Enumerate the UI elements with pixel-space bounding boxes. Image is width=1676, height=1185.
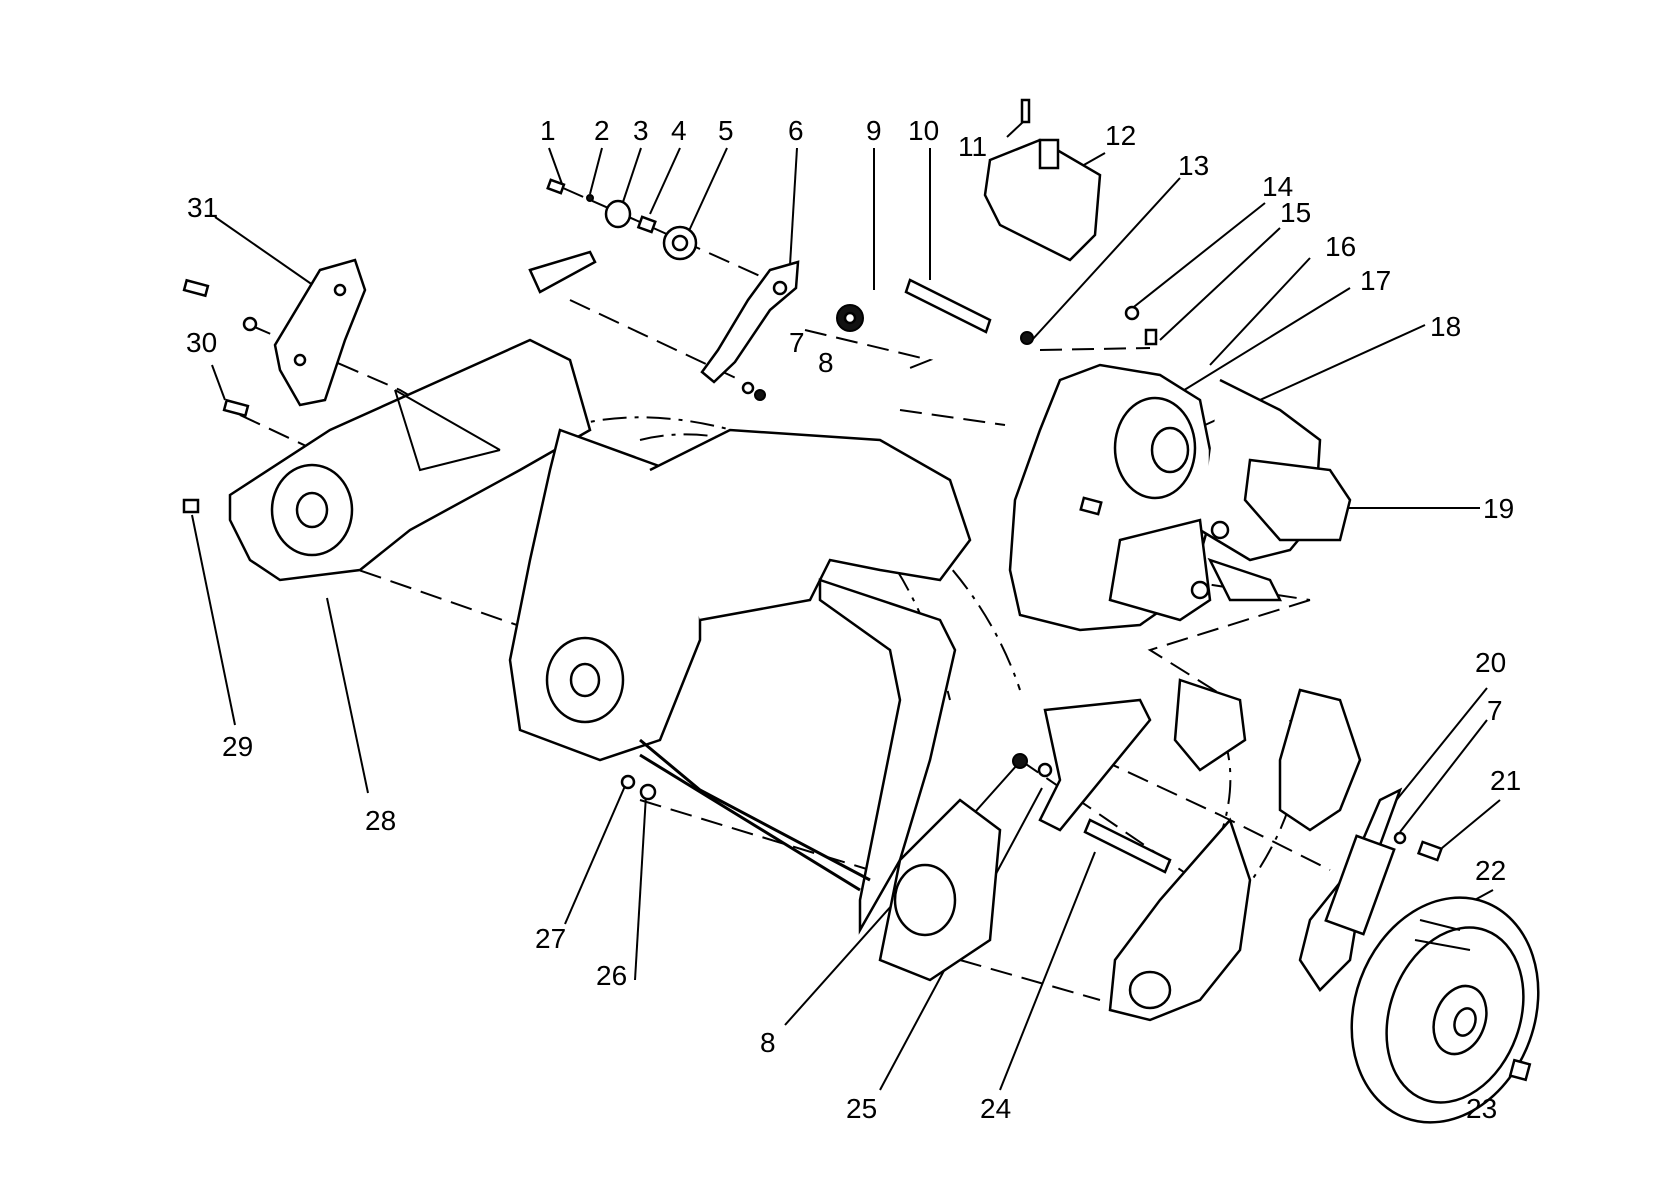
label-part-10: 10 [908, 115, 939, 146]
label-part-21: 21 [1490, 765, 1521, 796]
label-part-20: 20 [1475, 647, 1506, 678]
label-part-8-bottom: 8 [760, 1027, 776, 1058]
label-part-3: 3 [633, 115, 649, 146]
label-part-31: 31 [187, 192, 218, 223]
label-part-22: 22 [1475, 855, 1506, 886]
label-part-15: 15 [1280, 197, 1311, 228]
label-part-24: 24 [980, 1093, 1011, 1124]
label-part-13: 13 [1178, 150, 1209, 181]
label-part-14: 14 [1262, 171, 1293, 202]
parts-artwork [182, 98, 1540, 1124]
label-part-1: 1 [540, 115, 556, 146]
label-part-27: 27 [535, 923, 566, 954]
label-part-7-top: 7 [789, 327, 805, 358]
label-part-19: 19 [1483, 493, 1514, 524]
label-part-5: 5 [718, 115, 734, 146]
label-part-6: 6 [788, 115, 804, 146]
label-part-11: 11 [958, 131, 987, 162]
label-part-28: 28 [365, 805, 396, 836]
label-part-29: 29 [222, 731, 253, 762]
label-part-26: 26 [596, 960, 627, 991]
label-part-2: 2 [594, 115, 610, 146]
part-labels: 1 2 3 4 5 6 9 10 11 12 13 14 15 16 17 18… [186, 115, 1521, 1124]
label-part-25: 25 [846, 1093, 877, 1124]
label-part-18: 18 [1430, 311, 1461, 342]
label-part-17: 17 [1360, 265, 1391, 296]
label-part-7-right: 7 [1487, 695, 1503, 726]
label-part-16: 16 [1325, 231, 1356, 262]
label-part-30: 30 [186, 327, 217, 358]
label-part-4: 4 [671, 115, 687, 146]
label-part-8-top: 8 [818, 347, 834, 378]
label-part-12: 12 [1105, 120, 1136, 151]
label-part-23: 23 [1466, 1093, 1497, 1124]
label-part-9: 9 [866, 115, 882, 146]
